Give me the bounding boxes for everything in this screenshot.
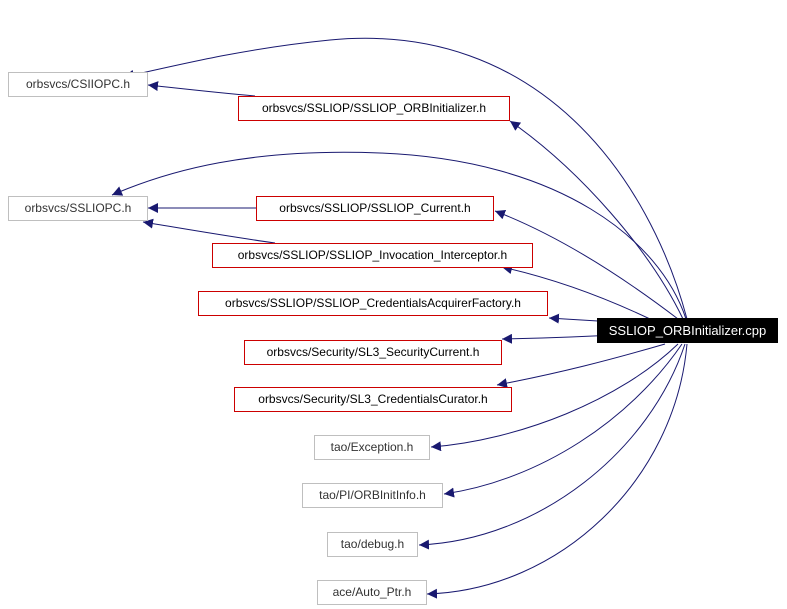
node-csiiopc-h[interactable]: orbsvcs/CSIIOPC.h (8, 72, 148, 97)
node-ssliop-credentialsacquirerfactory-h[interactable]: orbsvcs/SSLIOP/SSLIOP_CredentialsAcquire… (198, 291, 548, 316)
edge-root-to-sl3curator (496, 343, 666, 389)
node-tao-exception-h[interactable]: tao/Exception.h (314, 435, 430, 460)
node-sl3-credentialscurator-h[interactable]: orbsvcs/Security/SL3_CredentialsCurator.… (234, 387, 512, 412)
node-tao-pi-orbinitinfo-h[interactable]: tao/PI/ORBInitInfo.h (302, 483, 443, 508)
edge-root-to-credfactory (548, 313, 599, 324)
edge-root-to-exception (430, 343, 679, 452)
edge-root-to-invocation (501, 264, 651, 320)
edge-orbinit-to-csiiopc (147, 81, 256, 97)
edge-root-to-csiiopc (123, 37, 688, 320)
node-ssliop-invocation-interceptor-h[interactable]: orbsvcs/SSLIOP/SSLIOP_Invocation_Interce… (212, 243, 533, 268)
node-sl3-securitycurrent-h[interactable]: orbsvcs/Security/SL3_SecurityCurrent.h (244, 340, 502, 365)
edge-root-to-autoptr (426, 343, 688, 599)
edge-root-to-ssliopc (111, 151, 687, 320)
edge-root-to-orbinitinfo (443, 343, 683, 498)
edge-root-to-orbinit (509, 120, 684, 320)
node-tao-debug-h[interactable]: tao/debug.h (327, 532, 418, 557)
edge-root-to-debug (418, 343, 686, 550)
node-ssliop-current-h[interactable]: orbsvcs/SSLIOP/SSLIOP_Current.h (256, 196, 494, 221)
node-root-ssliop-orbinitializer-cpp[interactable]: SSLIOP_ORBInitializer.cpp (597, 318, 778, 343)
edge-invocation-to-ssliopc (142, 218, 276, 244)
edge-root-to-current (494, 209, 679, 320)
node-ace-auto-ptr-h[interactable]: ace/Auto_Ptr.h (317, 580, 427, 605)
node-ssliopc-h[interactable]: orbsvcs/SSLIOPC.h (8, 196, 148, 221)
node-ssliop-orbinitializer-h[interactable]: orbsvcs/SSLIOP/SSLIOP_ORBInitializer.h (238, 96, 510, 121)
